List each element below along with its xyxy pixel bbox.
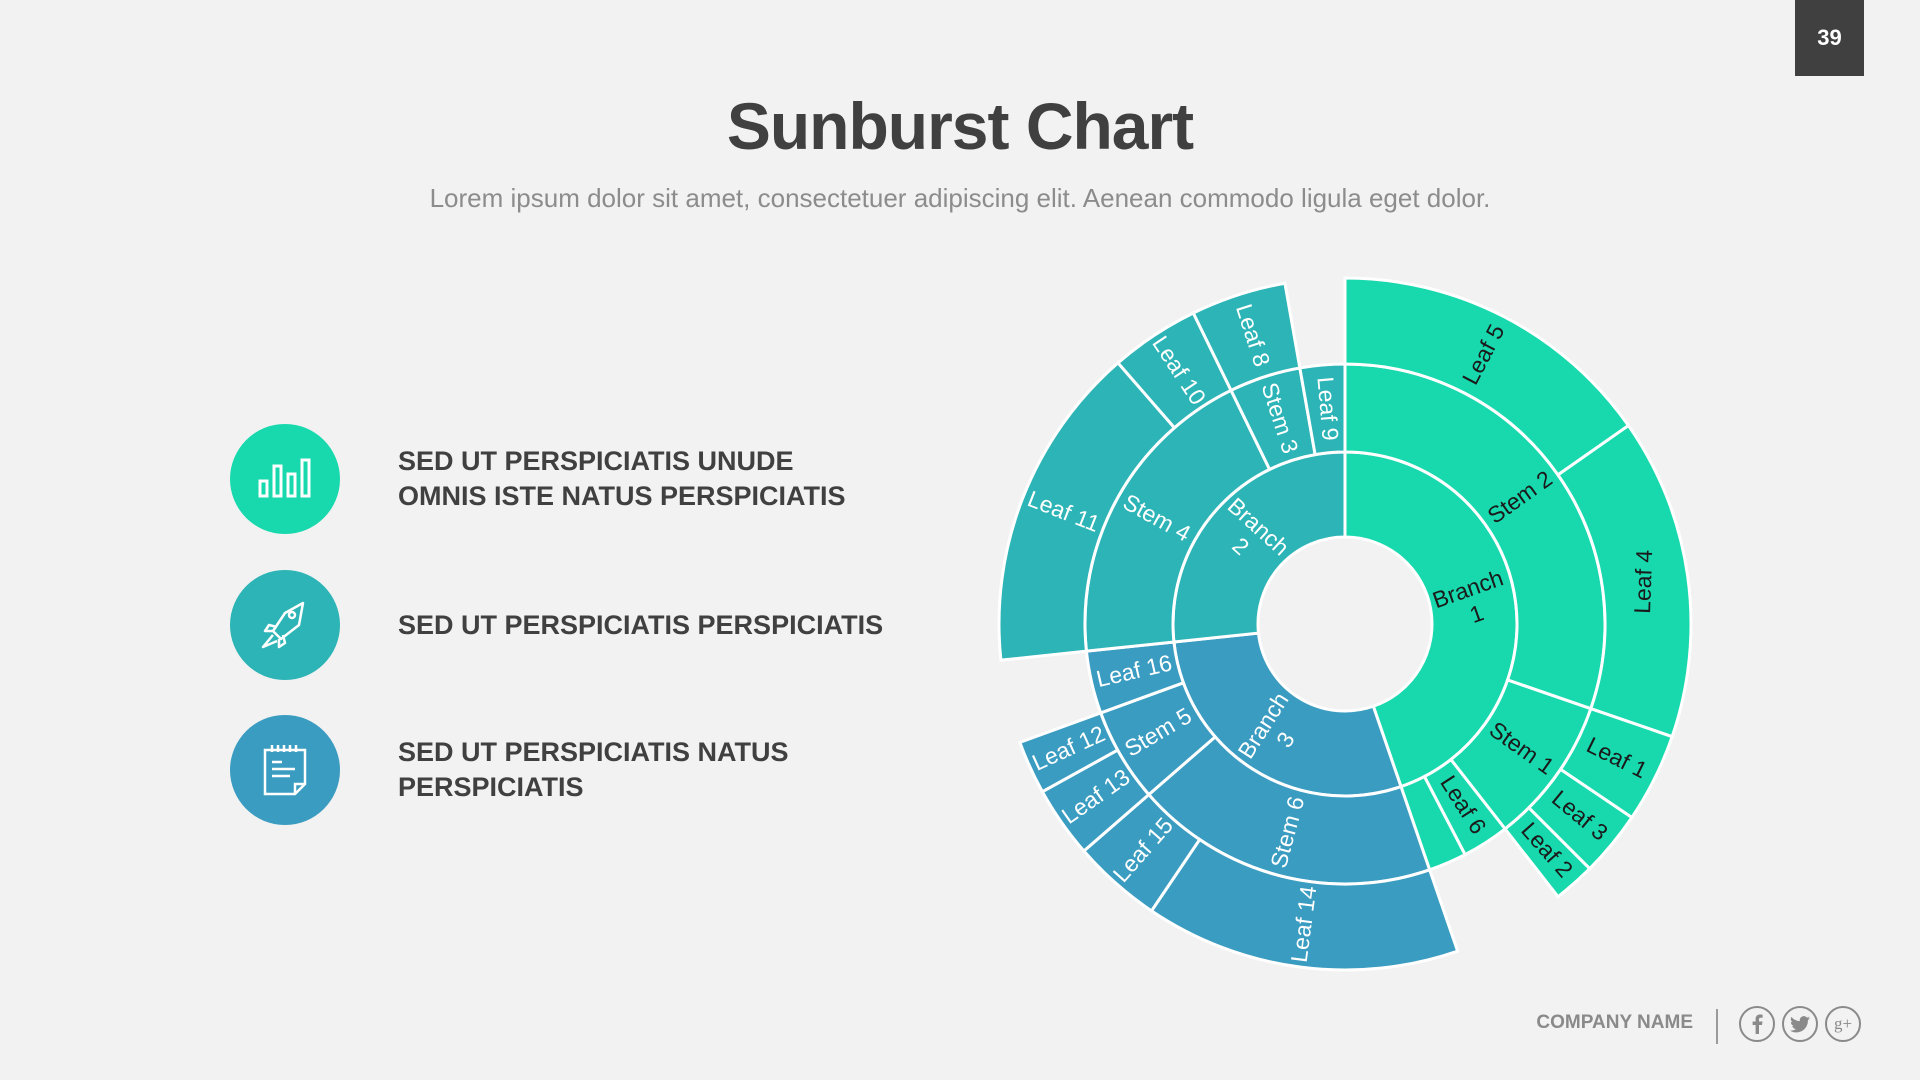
feature-line: SED UT PERSPICIATIS UNUDE	[398, 446, 794, 476]
sunburst-segment-leaf-9[interactable]	[1298, 362, 1347, 457]
feature-text-3: SED UT PERSPICIATIS NATUS PERSPICIATIS	[398, 735, 958, 805]
company-name: COMPANY NAME	[1536, 1012, 1693, 1033]
feature-line: SED UT PERSPICIATIS PERSPICIATIS	[398, 609, 884, 640]
feature-text-1: SED UT PERSPICIATIS UNUDE OMNIS ISTE NAT…	[398, 444, 958, 514]
sunburst-segment-leaf-12[interactable]	[1017, 711, 1120, 794]
sunburst-segment-leaf-8[interactable]	[1191, 281, 1302, 393]
notepad-icon	[230, 715, 340, 825]
feature-line: PERSPICIATIS	[398, 772, 584, 802]
page-number: 39	[1795, 0, 1864, 76]
google-plus-glyph: g+	[1833, 1014, 1853, 1033]
facebook-icon[interactable]	[1739, 1006, 1775, 1042]
page-subtitle: Lorem ipsum dolor sit amet, consectetuer…	[429, 183, 1491, 213]
sunburst-segment-leaf-2[interactable]	[1502, 805, 1592, 899]
twitter-icon[interactable]	[1782, 1006, 1818, 1042]
bar-chart-icon	[230, 424, 340, 534]
page-title: Sunburst Chart	[726, 89, 1194, 163]
feature-item-1: SED UT PERSPICIATIS UNUDE OMNIS ISTE NAT…	[230, 424, 1010, 534]
segment-label: Leaf 9	[1312, 376, 1343, 442]
feature-text-2: SED UT PERSPICIATIS PERSPICIATIS	[398, 608, 958, 643]
segment-label: Leaf 4	[1629, 549, 1657, 614]
feature-line: OMNIS ISTE NATUS PERSPICIATIS	[398, 481, 846, 511]
feature-item-2: SED UT PERSPICIATIS PERSPICIATIS	[230, 570, 1010, 680]
rocket-icon	[230, 570, 340, 680]
feature-item-3: SED UT PERSPICIATIS NATUS PERSPICIATIS	[230, 715, 1010, 825]
footer-divider	[1716, 1009, 1718, 1044]
feature-line: SED UT PERSPICIATIS NATUS	[398, 737, 789, 767]
google-plus-icon[interactable]: g+	[1825, 1006, 1861, 1042]
